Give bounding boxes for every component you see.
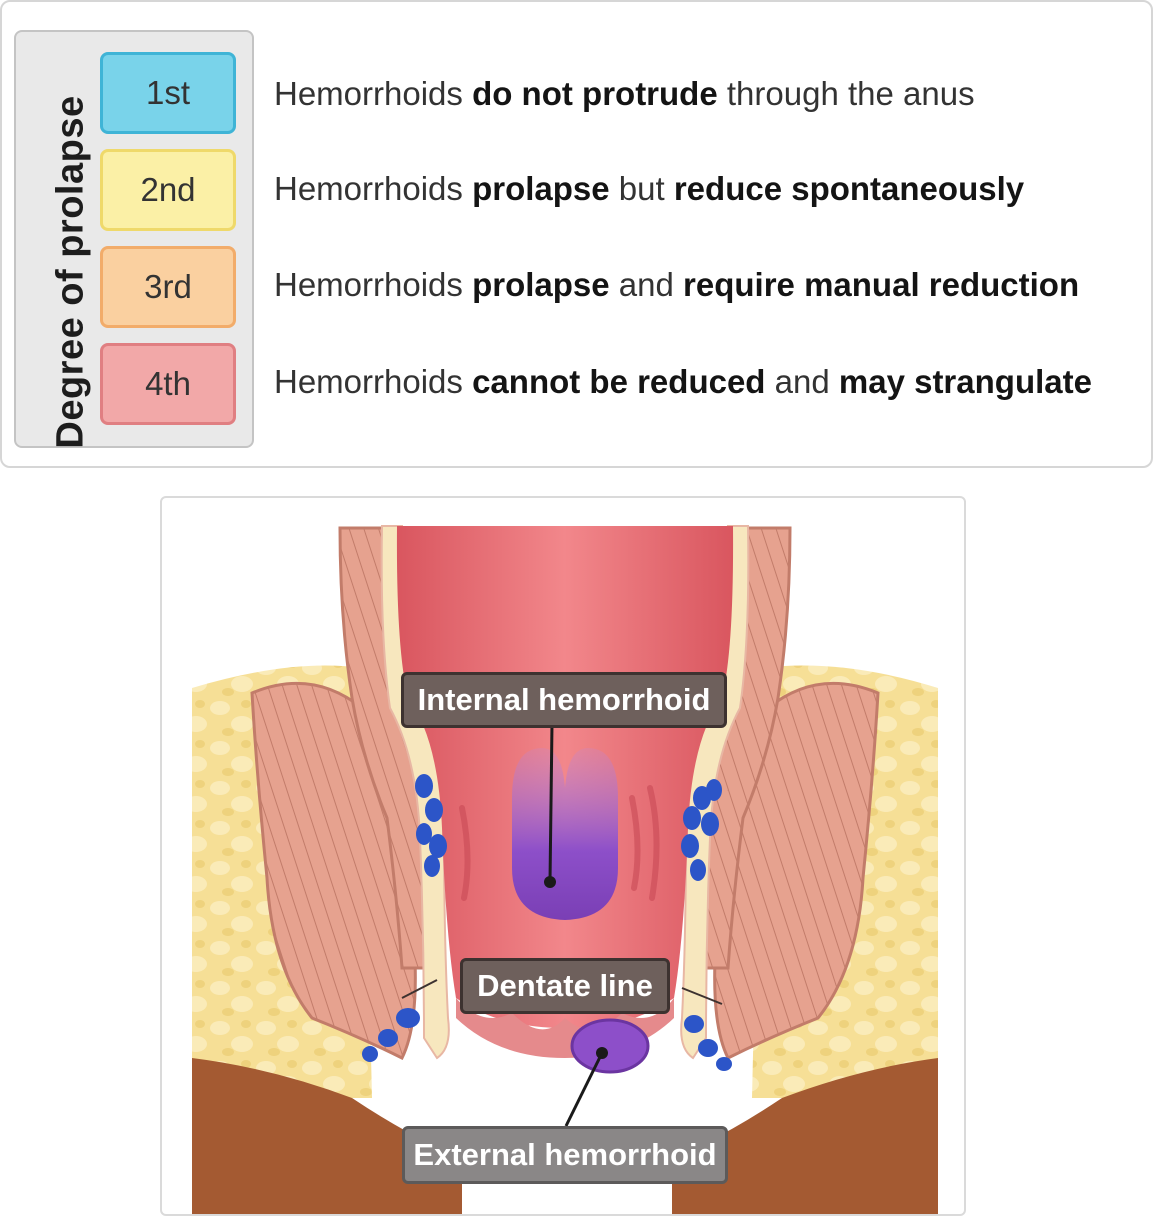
plain-text: Hemorrhoids: [274, 75, 473, 112]
anal-canal-diagram: [192, 525, 938, 1214]
grade-badge-4th: 4th: [100, 343, 236, 425]
plain-text: but: [609, 170, 674, 207]
skin-right: [672, 1058, 938, 1214]
degree-legend-box: Degree of prolapse 1st 2nd 3rd 4th: [14, 30, 254, 449]
internal-hemorrhoid-dot: [544, 876, 556, 888]
emphasis-text: require manual reduction: [683, 266, 1080, 303]
grade-description-4th: Hemorrhoids cannot be reduced and may st…: [274, 365, 1092, 398]
vessel-cluster-upper-left: [415, 774, 447, 877]
plain-text: Hemorrhoids: [274, 266, 473, 303]
emphasis-text: may strangulate: [838, 363, 1092, 400]
external-hemorrhoid-dot: [596, 1047, 608, 1059]
rectal-lumen: [396, 526, 734, 1028]
grade-badge-3rd: 3rd: [100, 246, 236, 328]
plain-text: and: [765, 363, 839, 400]
emphasis-text: prolapse: [472, 266, 610, 303]
internal-hemorrhoid-label: Internal hemorrhoid: [401, 672, 727, 728]
plain-text: through the anus: [717, 75, 975, 112]
vessel-cluster-lower-right: [684, 1015, 732, 1071]
skin-left: [192, 1058, 462, 1214]
grade-description-2nd: Hemorrhoids prolapse but reduce spontane…: [274, 172, 1024, 205]
vessel-cluster-upper-right: [681, 779, 722, 881]
external-hemorrhoid: [570, 1018, 650, 1074]
emphasis-text: cannot be reduced: [472, 363, 766, 400]
plain-text: and: [609, 266, 684, 303]
dentate-line-mark-left: [401, 979, 438, 999]
emphasis-text: reduce spontaneously: [673, 170, 1025, 207]
emphasis-text: do not protrude: [472, 75, 718, 112]
vessel-cluster-lower-left: [362, 1008, 420, 1062]
emphasis-text: prolapse: [472, 170, 610, 207]
plain-text: Hemorrhoids: [274, 363, 473, 400]
anatomy-illustration: Internal hemorrhoid Dentate line Externa…: [160, 496, 966, 1216]
grade-badge-2nd: 2nd: [100, 149, 236, 231]
external-hemorrhoid-leader: [564, 1052, 604, 1127]
plain-text: Hemorrhoids: [274, 170, 473, 207]
dentate-line-mark-right: [681, 987, 723, 1005]
dentate-line-label: Dentate line: [460, 958, 670, 1014]
grade-badge-1st: 1st: [100, 52, 236, 134]
anal-columns: [459, 785, 660, 901]
external-hemorrhoid-label: External hemorrhoid: [402, 1126, 728, 1184]
prolapse-degree-panel: Degree of prolapse 1st 2nd 3rd 4th Hemor…: [0, 0, 1153, 468]
internal-hemorrhoid: [512, 748, 618, 920]
grade-description-3rd: Hemorrhoids prolapse and require manual …: [274, 268, 1079, 301]
internal-hemorrhoid-leader: [548, 723, 554, 883]
degree-title: Degree of prolapse: [49, 95, 92, 449]
grade-description-1st: Hemorrhoids do not protrude through the …: [274, 77, 975, 110]
